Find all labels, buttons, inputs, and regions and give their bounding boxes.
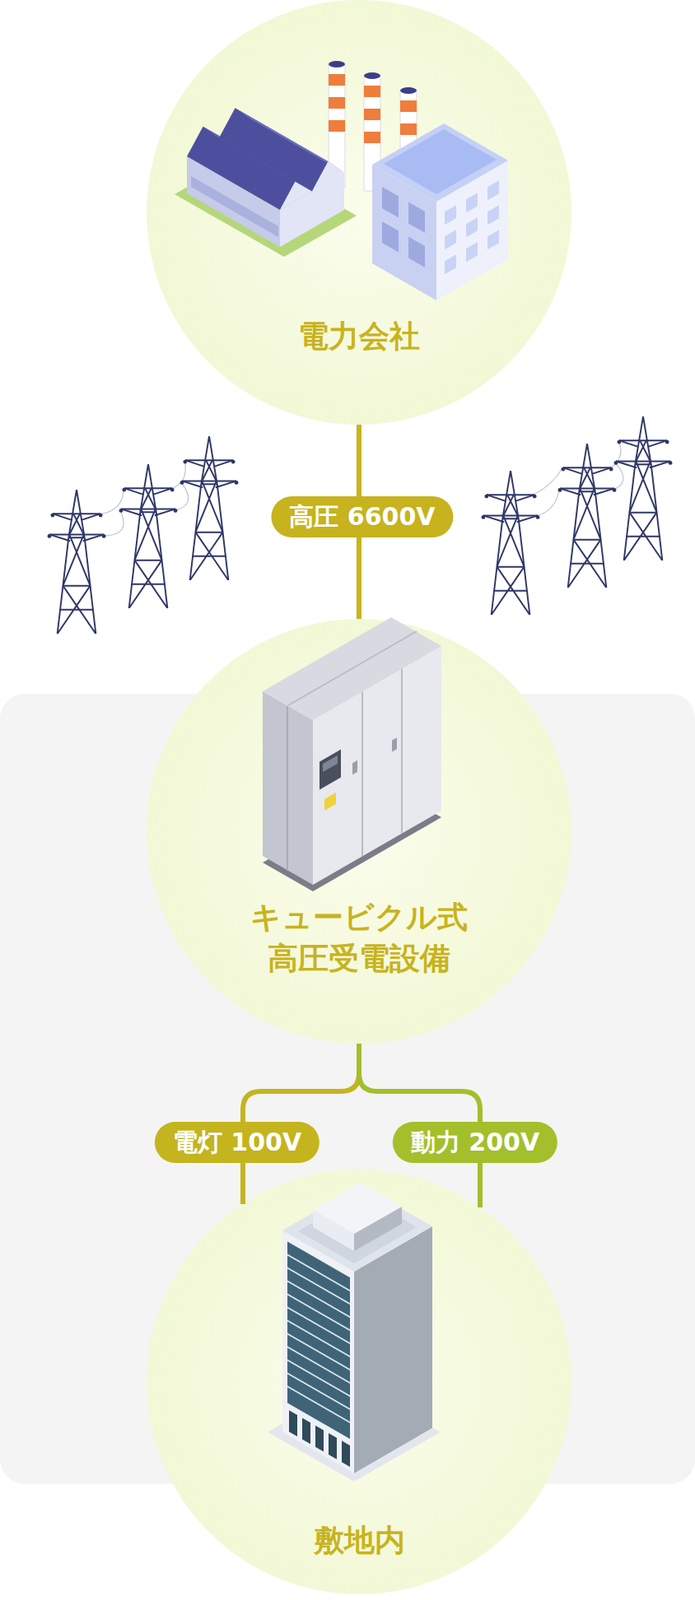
- node-label: 電力会社: [202, 316, 516, 358]
- node-circle: キュービクル式 高圧受電設備: [146, 619, 572, 1045]
- node-circle: 電力会社: [146, 0, 572, 425]
- node-label: キュービクル式 高圧受電設備: [202, 897, 516, 980]
- voltage-label-pill: 高圧 6600V: [270, 496, 453, 538]
- factory-office: [372, 123, 509, 301]
- factory-warehouse: [174, 107, 357, 257]
- cubicle-cabinet: [262, 617, 442, 892]
- node-label: 敷地内: [202, 1520, 516, 1563]
- node-circle: 敷地内: [146, 1170, 572, 1596]
- transmission-towers: [47, 416, 673, 635]
- voltage-label-pill: 電灯 100V: [154, 1122, 320, 1164]
- factory-chimneys: [328, 60, 417, 192]
- voltage-label-pill: 動力 200V: [392, 1122, 558, 1164]
- office-building: [267, 1183, 441, 1483]
